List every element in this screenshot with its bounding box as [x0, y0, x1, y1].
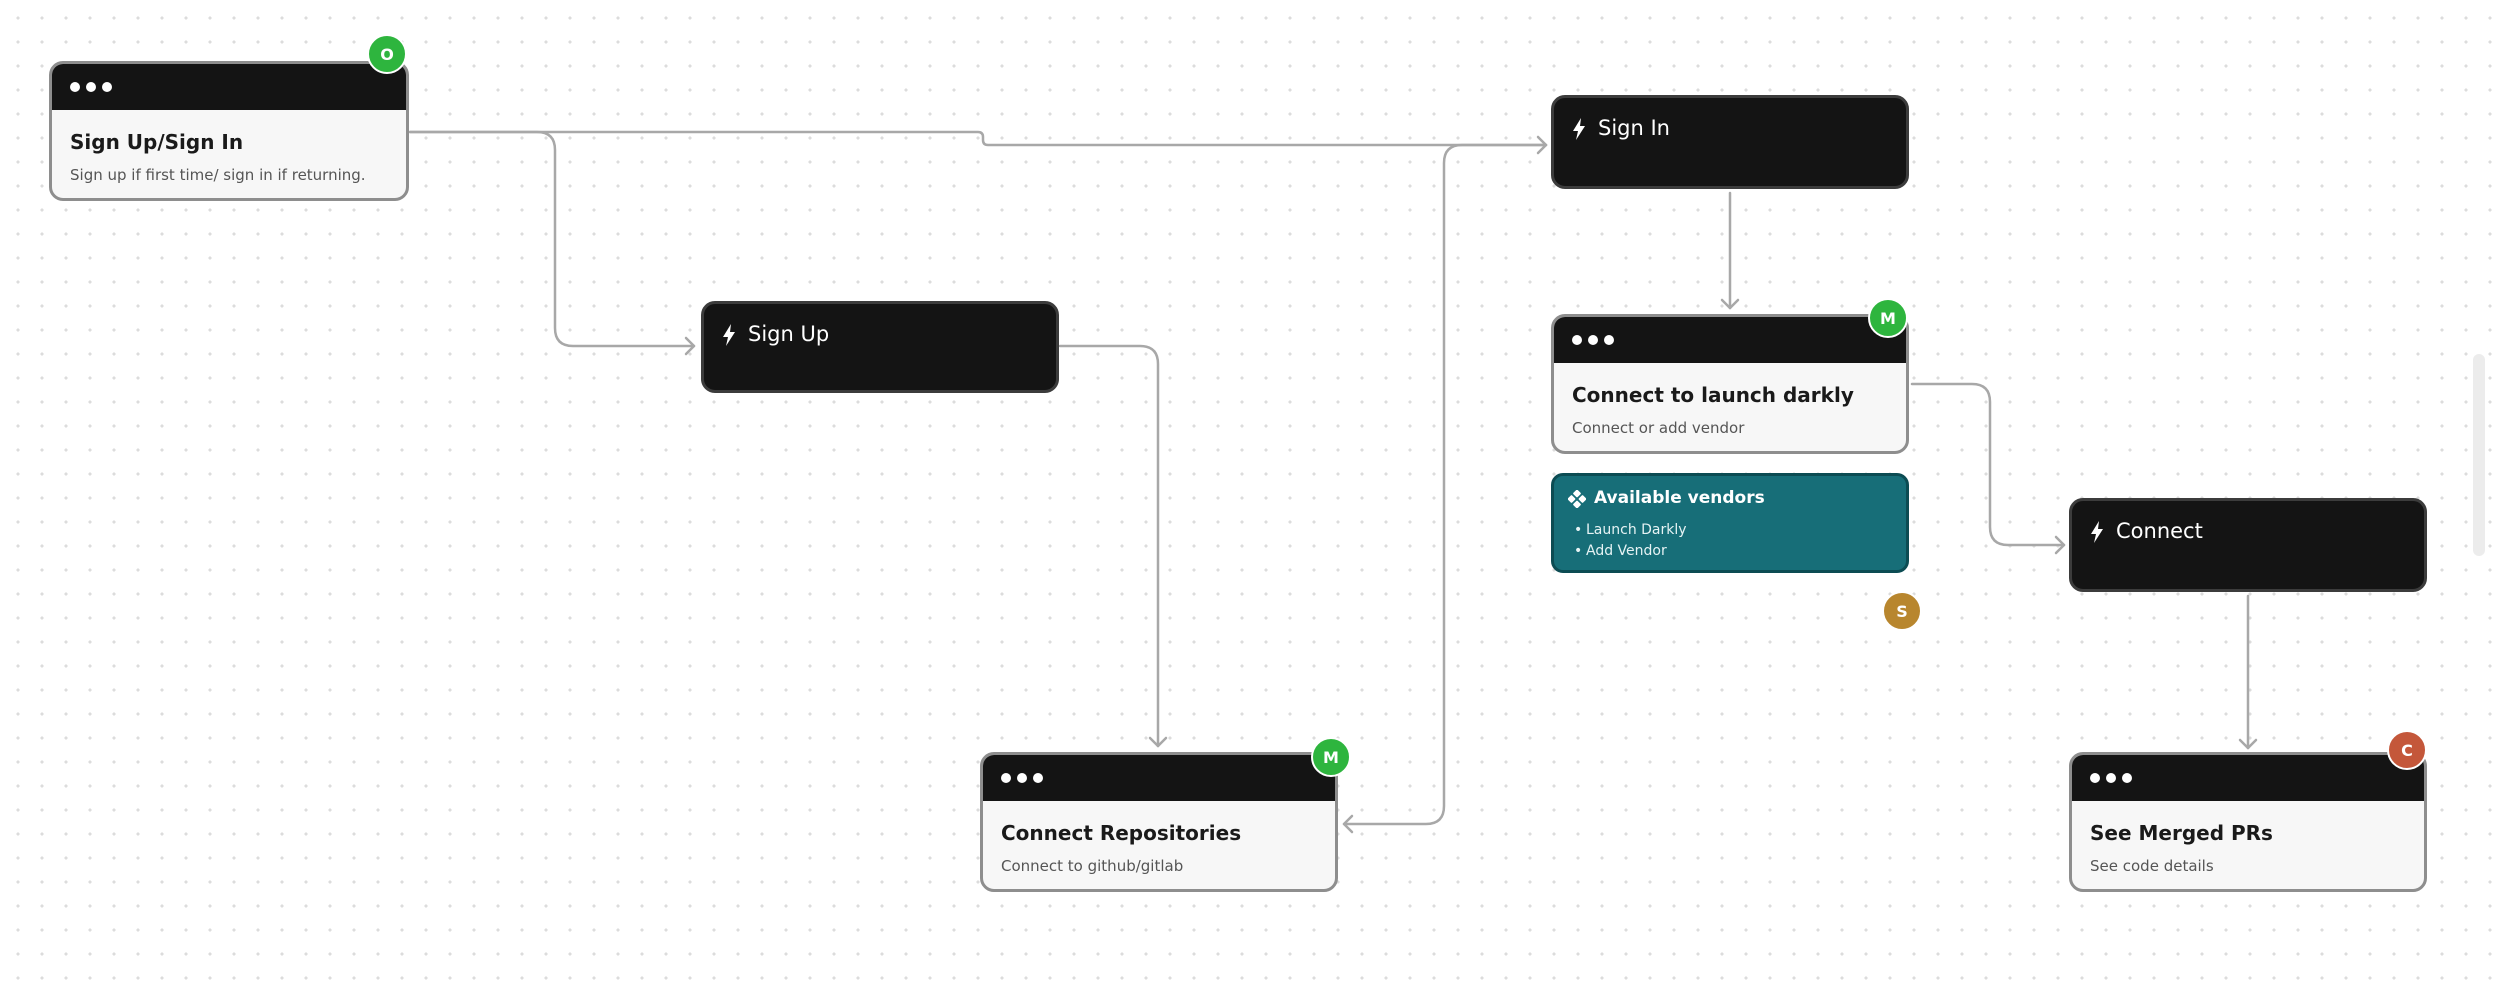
node-title: Connect to launch darkly [1572, 383, 1854, 407]
lightning-icon [1573, 118, 1585, 140]
node-subtitle: Sign up if first time/ sign in if return… [70, 166, 366, 184]
screen-node-connect-launch-darkly[interactable]: Connect to launch darkly Connect or add … [1551, 314, 1909, 454]
node-subtitle: See code details [2090, 857, 2214, 875]
arrowhead-connect-repositories-top [1148, 736, 1168, 748]
dot-icon [2090, 773, 2100, 783]
action-label: Sign Up [748, 322, 830, 346]
dot-icon [1588, 335, 1598, 345]
screen-node-see-merged-prs[interactable]: See Merged PRs See code details [2069, 752, 2427, 892]
arrowhead-signin-left [1536, 135, 1548, 155]
list-item-label: Add Vendor [1586, 543, 1667, 559]
vertical-scrollbar[interactable] [2473, 354, 2485, 556]
action-node-signup[interactable]: Sign Up [701, 301, 1059, 393]
arrowhead-connect-left [2054, 535, 2066, 555]
node-title: Connect Repositories [1001, 821, 1242, 845]
action-node-signin[interactable]: Sign In [1551, 95, 1909, 189]
node-title: See Merged PRs [2090, 821, 2273, 845]
avatar[interactable]: M [1311, 737, 1351, 777]
node-subtitle: Connect to github/gitlab [1001, 857, 1184, 875]
node-header [1554, 317, 1906, 363]
list-item: •Launch Darkly [1574, 522, 1687, 538]
dot-icon [1033, 773, 1043, 783]
info-title: Available vendors [1594, 488, 1765, 508]
arrowhead-see-merged-prs-top [2238, 738, 2258, 750]
info-node-available-vendors[interactable]: Available vendors •Launch Darkly •Add Ve… [1551, 473, 1909, 573]
dot-icon [1001, 773, 1011, 783]
dot-icon [102, 82, 112, 92]
vendor-list: •Launch Darkly •Add Vendor [1574, 520, 1687, 562]
edge-signup-signin-to-signup [408, 130, 696, 348]
list-item-label: Launch Darkly [1586, 522, 1687, 538]
avatar[interactable]: C [2387, 730, 2427, 770]
dot-icon [86, 82, 96, 92]
node-title: Sign Up/Sign In [70, 130, 244, 154]
edge-connect-repositories-to-signin [1342, 143, 1548, 826]
edge-connect-launch-darkly-to-connect [1910, 382, 2066, 547]
arrowhead-signup-left [684, 336, 696, 356]
dot-icon [2106, 773, 2116, 783]
dot-icon [1572, 335, 1582, 345]
dot-icon [2122, 773, 2132, 783]
edge-signup-to-connect-repositories [1058, 344, 1160, 748]
dot-icon [70, 82, 80, 92]
node-header [52, 64, 406, 110]
dot-icon [1604, 335, 1614, 345]
avatar[interactable]: M [1868, 298, 1908, 338]
node-subtitle: Connect or add vendor [1572, 419, 1745, 437]
node-header [983, 755, 1335, 801]
arrowhead-connect-launch-darkly-top [1720, 298, 1740, 310]
arrowhead-connect-repositories-right [1342, 814, 1354, 834]
avatar[interactable]: S [1882, 591, 1922, 631]
edge-signup-signin-to-signin [408, 130, 1548, 147]
lightning-icon [2091, 521, 2103, 543]
dot-icon [1017, 773, 1027, 783]
avatar[interactable]: O [367, 34, 407, 74]
lightning-icon [723, 324, 735, 346]
action-label: Sign In [1598, 116, 1670, 140]
list-item: •Add Vendor [1574, 543, 1667, 559]
component-icon [1568, 490, 1586, 508]
node-header [2072, 755, 2424, 801]
screen-node-connect-repositories[interactable]: Connect Repositories Connect to github/g… [980, 752, 1338, 892]
action-label: Connect [2116, 519, 2203, 543]
action-node-connect[interactable]: Connect [2069, 498, 2427, 592]
screen-node-signup-signin[interactable]: Sign Up/Sign In Sign up if first time/ s… [49, 61, 409, 201]
